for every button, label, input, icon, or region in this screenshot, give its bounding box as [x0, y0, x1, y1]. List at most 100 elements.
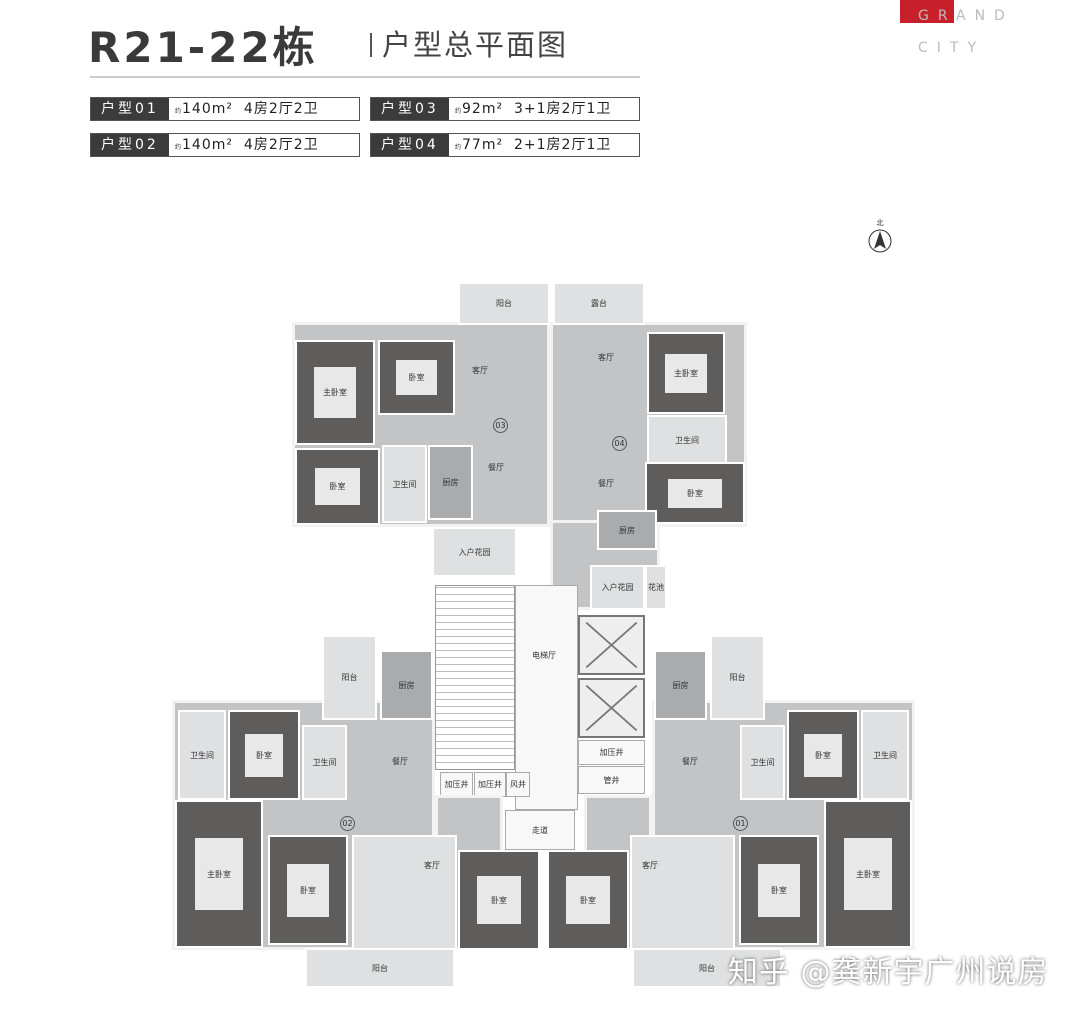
living-room-label: 客厅: [424, 861, 440, 870]
brand-text-city: CITY: [918, 40, 986, 56]
room-label: 阳台: [372, 963, 388, 973]
unit-layout: 4房2厅2卫: [243, 137, 319, 153]
unit-legend-01: 户型01 约140m² 4房2厅2卫: [90, 97, 360, 121]
bed-icon: [314, 468, 361, 505]
room-label: 卫生间: [190, 750, 214, 760]
brand-logo-block: [900, 0, 954, 23]
unit-legend-02: 户型02 约140m² 4房2厅2卫: [90, 133, 360, 157]
dining-room-label: 餐厅: [392, 757, 408, 766]
unit-02-room-bathroom: 卫生间: [178, 710, 226, 800]
room-bedroom: 卧室: [295, 448, 380, 525]
room-label: 加压井: [444, 780, 469, 789]
unit-tag: 户型04: [371, 134, 449, 156]
unit-02-room-balcony: 阳台: [305, 948, 455, 988]
unit-02-room-kitchen: 厨房: [380, 650, 433, 720]
room-planter: 花池: [645, 565, 667, 610]
room-label: 管井: [603, 775, 620, 785]
room-label: 阳台: [729, 673, 746, 682]
room-entry-garden: 入户花园: [590, 565, 645, 610]
room-label: 阳台: [341, 673, 358, 682]
unit-01-room-bathroom: 卫生间: [861, 710, 909, 800]
room-label: 卫生间: [750, 758, 775, 767]
unit-layout: 3+1房2厅1卫: [514, 101, 612, 117]
unit-01-room-kitchen: 厨房: [654, 650, 707, 720]
title-divider: [90, 76, 640, 78]
bed-icon: [396, 359, 437, 396]
unit-01-room-bedroom: 卧室: [787, 710, 859, 800]
room-label: 卧室: [580, 895, 596, 905]
bed-icon: [668, 478, 722, 508]
bed-icon: [286, 863, 330, 917]
corridor: 走道: [505, 810, 575, 850]
unit-legend-04: 户型04 约77m² 2+1房2厅1卫: [370, 133, 640, 157]
room-label: 风井: [510, 780, 526, 789]
room-master-bedroom: 主卧室: [295, 340, 375, 445]
unit-number-tag: 04: [612, 436, 627, 451]
unit-layout: 4房2厅2卫: [243, 101, 319, 117]
brand-text-grand: GRAND: [918, 8, 1014, 24]
bed-icon: [665, 353, 707, 393]
living-room-label: 客厅: [472, 366, 488, 375]
room-bedroom: 卧室: [378, 340, 455, 415]
unit-number-tag: 03: [493, 418, 508, 433]
room-label: 厨房: [398, 680, 415, 690]
unit-01-room-balcony: 阳台: [710, 635, 765, 720]
unit-01-living-area: [630, 835, 735, 950]
area-prefix: 约: [175, 108, 183, 115]
bed-icon: [313, 367, 357, 418]
unit-02-room-bedroom: 卧室: [268, 835, 348, 945]
room-kitchen: 厨房: [597, 510, 657, 550]
unit-tag: 户型02: [91, 134, 169, 156]
room-label: 露台: [591, 299, 607, 308]
unit-number-tag: 01: [733, 816, 748, 831]
room-label: 阳台: [496, 299, 512, 308]
elevator-cross-icon: [585, 685, 638, 731]
room-label: 主卧室: [207, 869, 231, 879]
unit-area: 140m²: [182, 137, 233, 153]
room-label: 卫生间: [675, 435, 699, 445]
room-label: 卧室: [300, 885, 316, 895]
page-title: R21-22栋: [88, 23, 318, 72]
room-label: 卫生间: [312, 758, 337, 767]
elevator-cross-icon: [585, 622, 638, 668]
bed-icon: [244, 733, 284, 777]
bed-icon: [757, 863, 801, 917]
unit-02-room-master-bedroom: 主卧室: [175, 800, 263, 948]
room-label: 卧室: [687, 488, 703, 498]
bed-icon: [477, 876, 521, 924]
room-label: 卧室: [491, 895, 507, 905]
area-prefix: 约: [455, 108, 463, 115]
elevator-shaft: [578, 678, 645, 738]
room-label: 加压井: [478, 780, 502, 789]
bed-icon: [566, 876, 610, 924]
living-room-label: 客厅: [642, 861, 658, 870]
elevator-hall-label: 电梯厅: [532, 651, 556, 660]
dining-room-label: 餐厅: [598, 479, 614, 488]
area-prefix: 约: [175, 144, 183, 151]
room-label: 走道: [532, 825, 548, 835]
room-label: 主卧室: [674, 368, 698, 378]
unit-01-room-bedroom: 卧室: [547, 850, 629, 950]
room-label: 卧室: [329, 482, 346, 491]
wind-shaft: 风井: [506, 772, 530, 797]
room-bedroom: 卧室: [645, 462, 745, 524]
living-room-label: 客厅: [598, 353, 614, 362]
pressure-shaft: 加压井: [578, 740, 645, 765]
page-subtitle: 户型总平面图: [370, 22, 568, 64]
room-bathroom: 卫生间: [647, 415, 727, 465]
room-label: 厨房: [672, 680, 689, 690]
room-label: 厨房: [619, 525, 635, 535]
unit-01-room-bedroom: 卧室: [739, 835, 819, 945]
stairwell: [435, 585, 515, 770]
north-label: 北: [876, 219, 884, 227]
unit-02-room-balcony: 阳台: [322, 635, 377, 720]
unit-01-room-balcony: 阳台: [632, 948, 782, 988]
unit-02-living-area: [352, 835, 457, 950]
room-label: 厨房: [442, 478, 459, 487]
unit-number-tag: 02: [340, 816, 355, 831]
room-balcony: 阳台: [458, 282, 550, 325]
room-label: 卫生间: [392, 479, 417, 489]
pressure-shaft: 加压井: [440, 772, 473, 797]
room-label: 卫生间: [873, 750, 897, 760]
room-label: 阳台: [699, 963, 715, 973]
